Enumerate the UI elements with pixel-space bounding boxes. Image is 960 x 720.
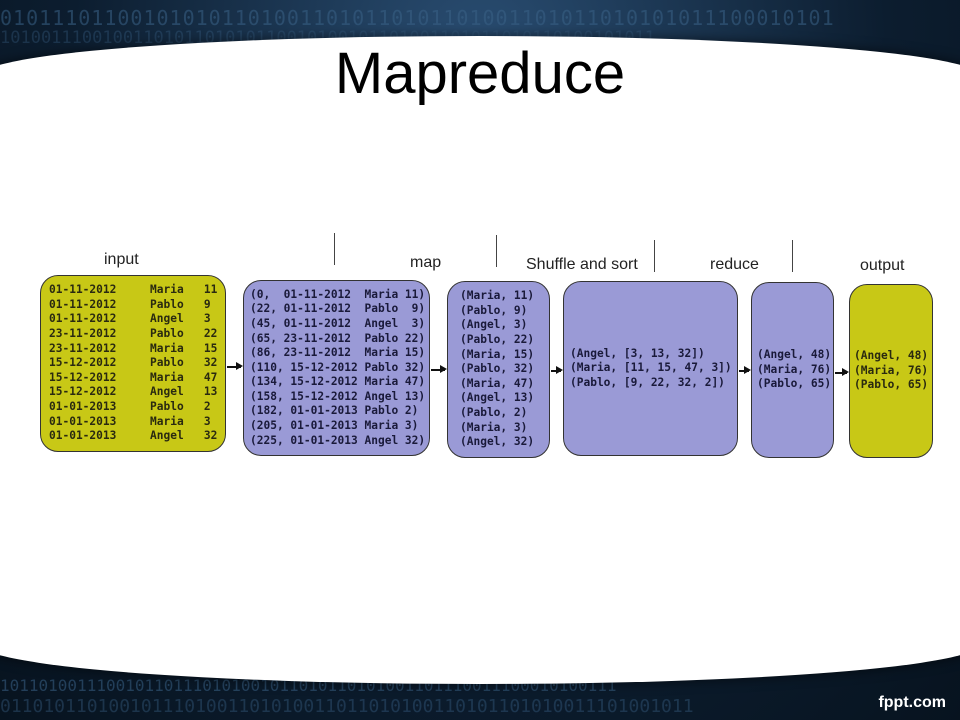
stage-label-output: output xyxy=(860,257,905,274)
output-line: (Maria, 76) xyxy=(854,363,929,377)
map-output-box: (Maria, 11) (Pablo, 9) (Angel, 3) (Pablo… xyxy=(447,281,550,458)
map-input-line: (86, 23-11-2012 Maria 15) xyxy=(250,346,426,360)
input-line: 15-12-2012 Angel 13 xyxy=(49,385,218,399)
binary-pattern-bottom-faint: 0110101101001011101001101010011011010100… xyxy=(0,696,694,717)
flow-arrow xyxy=(739,367,751,373)
map-input-box: (0, 01-11-2012 Maria 11) (22, 01-11-2012… xyxy=(243,280,430,456)
stage-divider xyxy=(334,233,335,265)
map-input-line: (158, 15-12-2012 Angel 13) xyxy=(250,389,426,403)
map-output-line: (Pablo, 9) xyxy=(460,303,528,317)
input-line: 01-11-2012 Maria 11 xyxy=(49,283,218,297)
brand-logo-text: fppt.com xyxy=(878,694,946,711)
map-input-line: (182, 01-01-2013 Pablo 2) xyxy=(250,404,419,418)
stage-label-map: map xyxy=(410,254,442,271)
flow-arrow xyxy=(431,366,447,372)
reduce-line: (Pablo, 65) xyxy=(757,377,832,391)
map-input-line: (0, 01-11-2012 Maria 11) xyxy=(250,287,426,301)
map-output-line: (Angel, 32) xyxy=(460,435,535,449)
stage-label-reduce: reduce xyxy=(710,256,759,273)
input-box: 01-11-2012 Maria 11 01-11-2012 Pablo 9 0… xyxy=(40,275,226,452)
map-input-line: (134, 15-12-2012 Maria 47) xyxy=(250,375,426,389)
input-line: 01-01-2013 Pablo 2 xyxy=(49,399,211,413)
map-input-line: (110, 15-12-2012 Pablo 32) xyxy=(250,360,426,374)
input-line: 23-11-2012 Pablo 22 xyxy=(49,327,218,341)
flow-arrow xyxy=(835,369,849,375)
stage-label-shuffle: Shuffle and sort xyxy=(526,256,638,273)
map-output-line: (Maria, 15) xyxy=(460,347,535,361)
binary-pattern-top: 0101110110010101011010011010110101101001… xyxy=(0,6,835,30)
map-output-line: (Maria, 3) xyxy=(460,420,528,434)
stage-divider xyxy=(654,240,655,272)
shuffle-line: (Maria, [11, 15, 47, 3]) xyxy=(570,361,732,375)
map-input-line: (45, 01-11-2012 Angel 3) xyxy=(250,316,426,330)
map-output-line: (Pablo, 22) xyxy=(460,333,535,347)
input-line: 15-12-2012 Maria 47 xyxy=(49,370,218,384)
slide-title: Mapreduce xyxy=(334,41,626,106)
input-line: 01-01-2013 Maria 3 xyxy=(49,414,211,428)
map-output-line: (Pablo, 2) xyxy=(460,405,528,419)
map-input-line: (205, 01-01-2013 Maria 3) xyxy=(250,419,419,433)
stage-divider xyxy=(496,235,497,267)
map-output-line: (Maria, 47) xyxy=(460,376,535,390)
map-output-line: (Angel, 3) xyxy=(460,318,528,332)
shuffle-sort-box: (Angel, [3, 13, 32]) (Maria, [11, 15, 47… xyxy=(563,281,738,456)
stage-divider xyxy=(792,240,793,272)
shuffle-line: (Pablo, [9, 22, 32, 2]) xyxy=(570,375,725,389)
map-output-line: (Pablo, 32) xyxy=(460,362,535,376)
map-input-line: (65, 23-11-2012 Pablo 22) xyxy=(250,331,426,345)
input-line: 01-11-2012 Angel 3 xyxy=(49,312,211,326)
flow-arrow xyxy=(551,367,563,373)
map-output-line: (Angel, 13) xyxy=(460,391,535,405)
input-line: 23-11-2012 Maria 15 xyxy=(49,341,218,355)
flow-arrow xyxy=(227,363,243,369)
input-line: 15-12-2012 Pablo 32 xyxy=(49,356,218,370)
map-input-line: (225, 01-01-2013 Angel 32) xyxy=(250,433,426,447)
reduce-line: (Angel, 48) xyxy=(757,348,832,362)
map-output-line: (Maria, 11) xyxy=(460,289,535,303)
output-line: (Angel, 48) xyxy=(854,349,929,363)
reduce-line: (Maria, 76) xyxy=(757,362,832,376)
map-input-line: (22, 01-11-2012 Pablo 9) xyxy=(250,302,426,316)
output-line: (Pablo, 65) xyxy=(854,378,929,392)
input-line: 01-11-2012 Pablo 9 xyxy=(49,297,211,311)
input-line: 01-01-2013 Angel 32 xyxy=(49,429,218,443)
shuffle-line: (Angel, [3, 13, 32]) xyxy=(570,346,705,360)
output-box: (Angel, 48) (Maria, 76) (Pablo, 65) xyxy=(849,284,933,458)
reduce-box: (Angel, 48) (Maria, 76) (Pablo, 65) xyxy=(751,282,834,458)
stage-label-input: input xyxy=(104,251,139,268)
